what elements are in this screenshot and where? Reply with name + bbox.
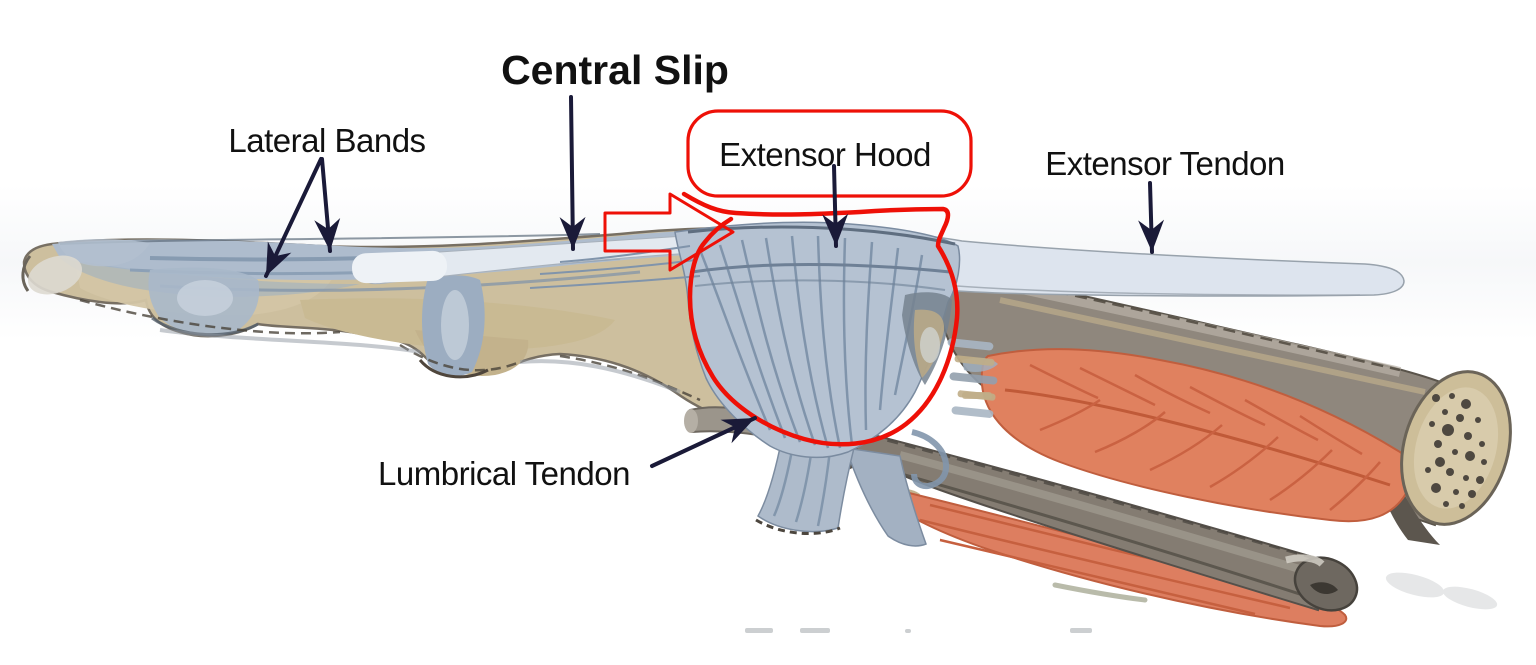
hood-fiber-lines	[529, 235, 924, 449]
lumbrical-tendon-arrow	[650, 416, 757, 468]
lateral-bands-arrow-left	[264, 157, 323, 278]
ghost-marks	[1385, 572, 1498, 610]
muscle-feather-lines	[1004, 363, 1391, 511]
central-slip-label: Central Slip	[501, 47, 729, 93]
central-slip-band	[351, 234, 711, 285]
fingertip-pad	[27, 255, 83, 295]
lumbrical-tendon-straps	[684, 406, 950, 547]
dip-joint-capsule	[148, 267, 260, 337]
fingertip-tendon-cap	[58, 239, 150, 267]
lumbrical-tendon-label: Lumbrical Tendon	[378, 455, 630, 492]
extensor-tendon-label: Extensor Tendon	[1045, 145, 1285, 182]
extensor-hood-arrow	[822, 164, 849, 248]
red-markup-group	[603, 109, 973, 447]
hood-pocket	[902, 292, 952, 385]
under-shadow-lines	[159, 328, 681, 394]
attachment-streaks	[947, 338, 998, 418]
lateral-bands-arrow-right	[314, 157, 341, 253]
trabecular-speckles	[1425, 393, 1487, 509]
interosseous-muscle	[962, 348, 1415, 523]
sketch-outline-accents	[79, 298, 701, 402]
extensor-hood-shape	[529, 221, 998, 547]
lateral-bands-label: Lateral Bands	[228, 122, 425, 159]
pip-joint-capsule	[418, 275, 489, 379]
central-slip-origin-highlight	[351, 250, 448, 284]
extensor-tendon-arrow	[1138, 181, 1165, 254]
hood-crease	[691, 263, 951, 274]
faint-smudges	[745, 628, 1092, 633]
lower-bone-shaft	[848, 430, 1359, 612]
fingertip-outline	[21, 255, 32, 292]
leader-arrows-group	[264, 95, 1165, 468]
labels-group: Central Slip Lateral Bands Extensor Hood…	[228, 47, 1285, 492]
hood-freehand-loop	[681, 191, 960, 447]
central-slip-arrow	[559, 95, 586, 251]
extensor-hood-label: Extensor Hood	[719, 136, 931, 173]
extensor-hood-label-box	[686, 109, 973, 198]
